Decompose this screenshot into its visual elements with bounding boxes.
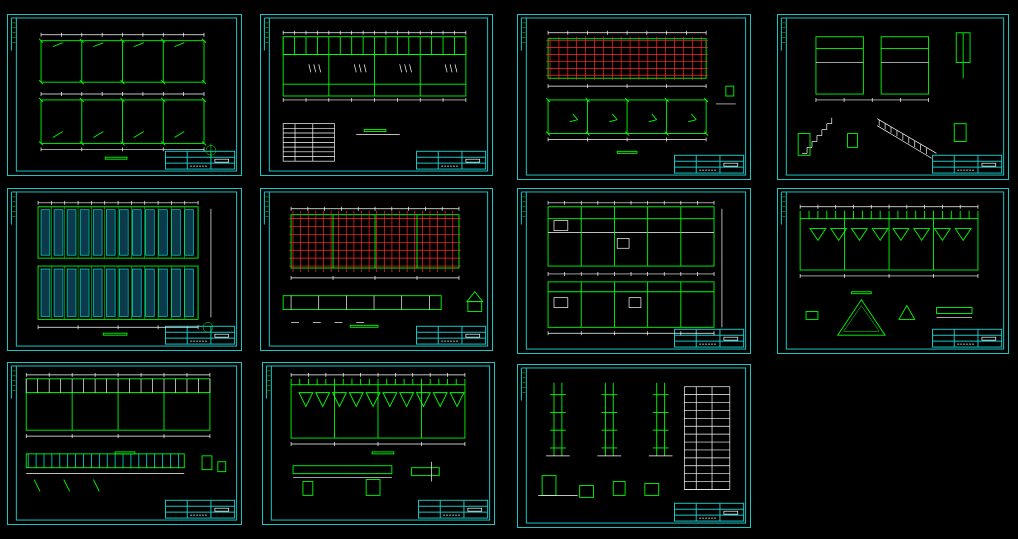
drawing-sheet-5[interactable] — [7, 188, 242, 351]
drawing-sheet-8[interactable] — [777, 188, 1009, 354]
drawing-sheet-3[interactable] — [517, 14, 751, 180]
drawing-sheet-6[interactable] — [260, 188, 493, 351]
sheet-8-graphic — [780, 191, 1005, 350]
drawing-sheet-1[interactable] — [7, 14, 242, 176]
drawing-sheet-4[interactable] — [777, 14, 1009, 180]
sheet-6-graphic — [263, 191, 489, 347]
sheet-5-graphic — [10, 191, 238, 347]
sheet-10-graphic — [265, 365, 491, 521]
drawing-sheet-11[interactable] — [517, 364, 751, 528]
sheet-7-graphic — [520, 191, 747, 350]
drawing-sheet-10[interactable] — [262, 362, 495, 525]
sheet-2-graphic — [263, 17, 489, 172]
sheet-9-graphic — [10, 365, 238, 521]
drawing-sheet-7[interactable] — [517, 188, 751, 354]
sheet-1-graphic — [10, 17, 238, 172]
sheet-3-graphic — [520, 17, 747, 176]
sheet-11-graphic — [520, 367, 747, 524]
drawing-sheet-2[interactable] — [260, 14, 493, 176]
drawing-sheet-9[interactable] — [7, 362, 242, 525]
sheet-4-graphic — [780, 17, 1005, 176]
